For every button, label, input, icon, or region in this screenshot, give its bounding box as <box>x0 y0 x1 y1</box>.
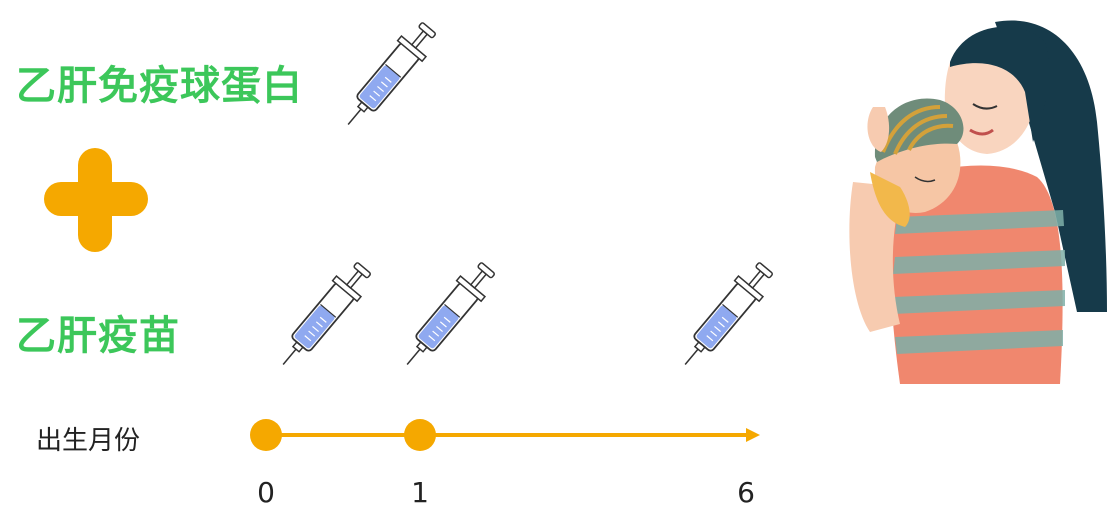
vaccine-label: 乙肝疫苗 <box>16 313 180 359</box>
timeline-dot-month-1 <box>404 419 436 451</box>
timeline-dot-month-0 <box>250 419 282 451</box>
syringe-icon <box>333 12 443 142</box>
syringe-icon <box>670 252 780 382</box>
tick-label-month-6: 6 <box>737 476 755 509</box>
immunoglobulin-label: 乙肝免疫球蛋白 <box>16 63 303 109</box>
mother-holding-baby-illustration <box>849 20 1107 384</box>
tick-label-month-1: 1 <box>411 476 429 509</box>
arrow-head-icon <box>746 428 760 442</box>
timeline-arrow <box>250 419 760 451</box>
syringe-icon <box>268 252 378 382</box>
plus-icon <box>44 148 148 252</box>
syringe-icon <box>392 252 502 382</box>
birth-month-caption: 出生月份 <box>36 426 141 456</box>
tick-label-month-0: 0 <box>257 476 275 509</box>
